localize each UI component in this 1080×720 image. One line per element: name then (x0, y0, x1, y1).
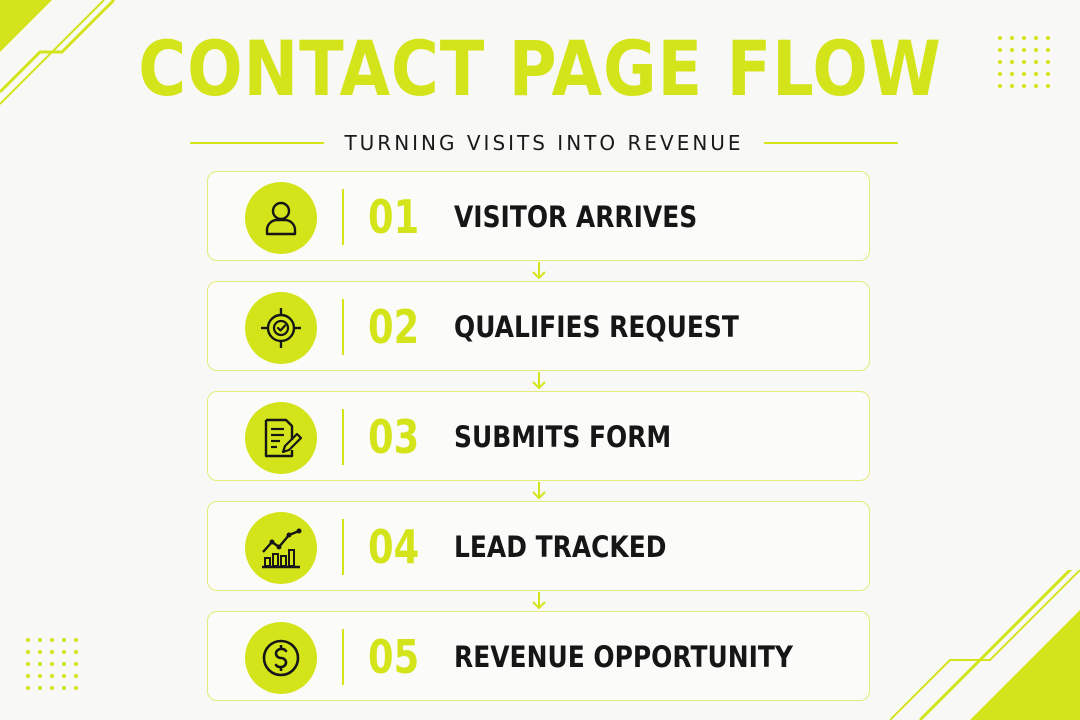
dot (1046, 72, 1050, 76)
flow-step-05: 05 REVENUE OPPORTUNITY (207, 611, 870, 701)
dot (74, 662, 78, 666)
dot (1034, 72, 1038, 76)
flow-step-01: 01 VISITOR ARRIVES (207, 171, 870, 261)
dot (26, 662, 30, 666)
step-divider (342, 189, 344, 245)
dot (1046, 84, 1050, 88)
dot (74, 650, 78, 654)
dot (50, 638, 54, 642)
dot (38, 674, 42, 678)
dot (998, 48, 1002, 52)
dot (62, 638, 66, 642)
dot (1034, 36, 1038, 40)
page-title: CONTACT PAGE FLOW (138, 24, 942, 113)
dot (26, 650, 30, 654)
dollar-coin-icon (245, 622, 317, 694)
dot (1022, 60, 1026, 64)
dot (74, 674, 78, 678)
dot (1010, 72, 1014, 76)
subtitle-row: TURNING VISITS INTO REVENUE (190, 130, 899, 156)
step-number: 02 (368, 300, 420, 354)
flow-step-04: 04 LEAD TRACKED (207, 501, 870, 591)
dot (1010, 48, 1014, 52)
dot (62, 650, 66, 654)
dot (62, 686, 66, 690)
step-number: 05 (368, 630, 420, 684)
flow-steps: 01 VISITOR ARRIVES 02 QUALIFIES REQUEST 03 SU… (207, 171, 870, 701)
step-divider (342, 629, 344, 685)
flow-step-02: 02 QUALIFIES REQUEST (207, 281, 870, 371)
dot (26, 638, 30, 642)
subtitle-rule-right (763, 142, 899, 144)
dot (1034, 60, 1038, 64)
dot (50, 650, 54, 654)
form-pencil-icon (245, 402, 317, 474)
dot (50, 674, 54, 678)
step-number: 01 (368, 190, 420, 244)
dot (1010, 36, 1014, 40)
step-number: 03 (368, 410, 420, 464)
dot (74, 638, 78, 642)
step-label: VISITOR ARRIVES (454, 200, 698, 234)
dot (1034, 48, 1038, 52)
dot-grid-bottom-left (26, 638, 78, 690)
step-divider (342, 409, 344, 465)
step-label: LEAD TRACKED (454, 530, 667, 564)
dot (998, 84, 1002, 88)
dot (1010, 60, 1014, 64)
dot (26, 674, 30, 678)
flow-arrow (207, 261, 870, 281)
dot (74, 686, 78, 690)
step-label: QUALIFIES REQUEST (454, 310, 739, 344)
step-divider (342, 299, 344, 355)
dot (998, 60, 1002, 64)
step-number: 04 (368, 520, 420, 574)
dot (1022, 84, 1026, 88)
flow-arrow (207, 591, 870, 611)
dot (50, 662, 54, 666)
dot (1022, 48, 1026, 52)
chart-growth-icon (245, 512, 317, 584)
dot (998, 36, 1002, 40)
dot (50, 686, 54, 690)
dot (1022, 36, 1026, 40)
dot (62, 674, 66, 678)
flow-arrow (207, 371, 870, 391)
flow-arrow (207, 481, 870, 501)
dot (1010, 84, 1014, 88)
dot (38, 686, 42, 690)
dot (26, 686, 30, 690)
subtitle-rule-left (190, 142, 325, 144)
dot (1022, 72, 1026, 76)
step-label: REVENUE OPPORTUNITY (454, 640, 793, 674)
dot (38, 650, 42, 654)
dot (1046, 48, 1050, 52)
dot-grid-top-right (998, 36, 1050, 88)
dot (1034, 84, 1038, 88)
user-icon (245, 182, 317, 254)
flow-step-03: 03 SUBMITS FORM (207, 391, 870, 481)
dot (998, 72, 1002, 76)
page-subtitle: TURNING VISITS INTO REVENUE (344, 131, 744, 155)
step-label: SUBMITS FORM (454, 420, 672, 454)
step-divider (342, 519, 344, 575)
corner-stripes-bottom-right (890, 570, 1080, 720)
dot (62, 662, 66, 666)
target-check-icon (245, 292, 317, 364)
dot (38, 662, 42, 666)
dot (1046, 36, 1050, 40)
dot (38, 638, 42, 642)
dot (1046, 60, 1050, 64)
